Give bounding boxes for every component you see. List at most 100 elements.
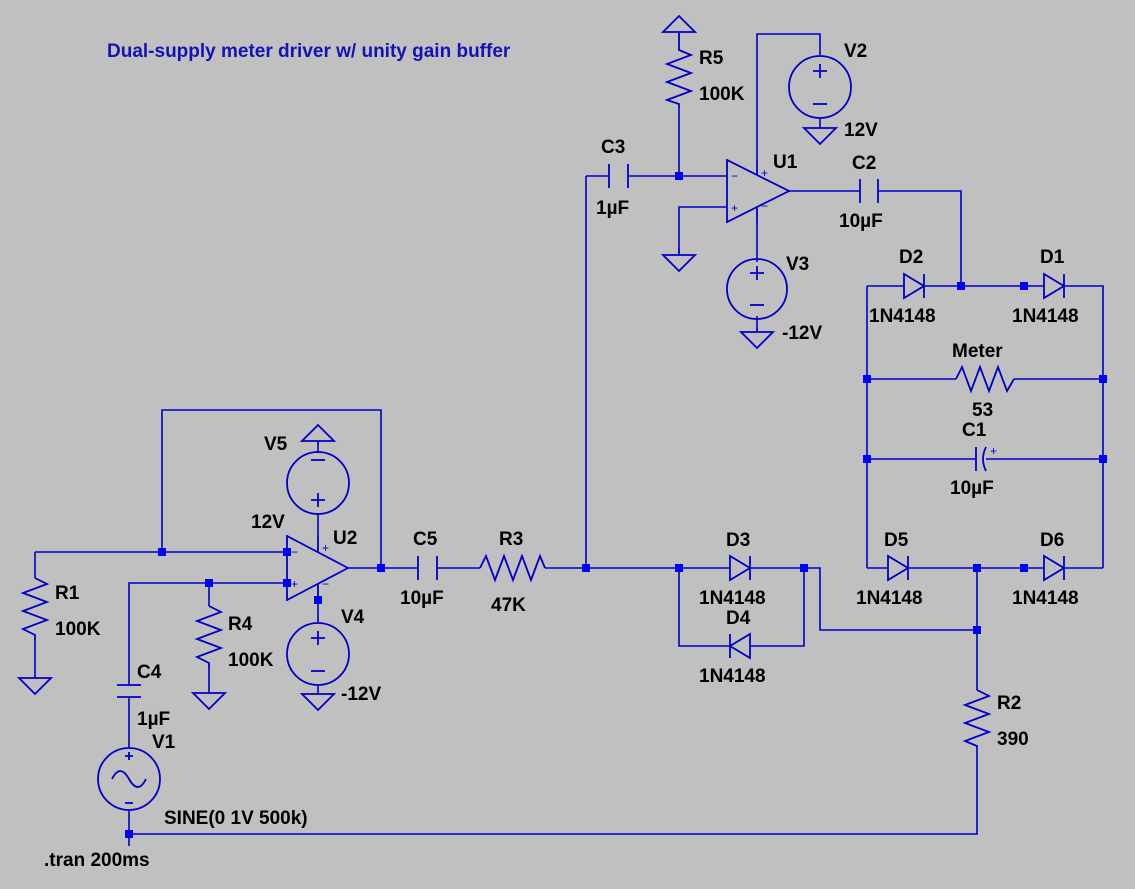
V4-value: -12V	[341, 684, 381, 705]
junction-dot	[863, 375, 871, 383]
U2-ref: U2	[333, 528, 357, 549]
wire	[750, 568, 805, 647]
resistor-icon	[20, 577, 50, 640]
C4[interactable]: C4 1µF	[117, 662, 170, 730]
R4[interactable]: R4 100K	[194, 605, 274, 671]
capacitor-icon	[859, 179, 879, 203]
C5[interactable]: C5 10µF	[400, 529, 444, 609]
V1-value: SINE(0 1V 500k)	[164, 808, 308, 829]
C1[interactable]: + C1 10µF	[950, 420, 997, 499]
junction-dot	[973, 626, 981, 634]
V3[interactable]: V3 -12V	[726, 254, 822, 344]
supply-flag-icon	[299, 423, 337, 445]
diode-icon	[729, 554, 752, 582]
plus-mark-icon	[311, 631, 325, 645]
resistor-icon	[664, 44, 694, 108]
D3[interactable]: D3 1N4148	[699, 530, 766, 609]
Meter[interactable]: Meter 53	[952, 341, 1015, 421]
junction-dot	[1020, 564, 1028, 572]
U1-ref: U1	[773, 152, 798, 173]
ground-symbols	[16, 14, 839, 712]
junction-dot	[675, 172, 683, 180]
R5-value: 100K	[699, 84, 745, 105]
wire	[878, 190, 962, 286]
junction-dot	[1099, 375, 1107, 383]
R3-value: 47K	[491, 595, 526, 616]
D1-value: 1N4148	[1012, 306, 1079, 327]
C1-ref: C1	[962, 420, 987, 441]
R4-value: 100K	[228, 650, 274, 671]
D4-value: 1N4148	[699, 666, 766, 687]
U2[interactable]: − + + − U2	[286, 528, 357, 602]
V1-ref: V1	[152, 732, 176, 753]
D6[interactable]: D6 1N4148	[1012, 530, 1079, 609]
D2-value: 1N4148	[869, 306, 936, 327]
wire	[678, 206, 727, 248]
junction-dot	[1099, 455, 1107, 463]
V3-value: -12V	[782, 323, 822, 344]
C5-value: 10µF	[400, 588, 444, 609]
plus-mark-icon	[750, 266, 764, 280]
voltage-source-icon	[726, 258, 788, 320]
R2[interactable]: R2 390	[962, 689, 1029, 750]
diode-icon	[1043, 272, 1066, 300]
resistor-icon	[194, 605, 224, 668]
C3[interactable]: C3 1µF	[596, 137, 629, 219]
junction-dot	[125, 830, 133, 838]
V3-ref: V3	[786, 254, 809, 275]
D5[interactable]: D5 1N4148	[856, 530, 923, 609]
ground-icon	[660, 248, 698, 273]
U1[interactable]: − + + − U1	[726, 152, 798, 224]
plus-mark-icon	[311, 493, 325, 507]
R4-ref: R4	[228, 614, 253, 635]
R3[interactable]: R3 47K	[479, 529, 546, 616]
schematic-title: Dual-supply meter driver w/ unity gain b…	[107, 41, 511, 62]
voltage-source-icon	[286, 451, 350, 515]
junction-dot	[800, 564, 808, 572]
R3-ref: R3	[499, 529, 523, 550]
Meter-value: 53	[972, 400, 993, 421]
V4[interactable]: V4 -12V	[286, 607, 381, 705]
U1-vplus-mark: +	[761, 166, 768, 180]
U2-noninverting-mark: +	[291, 577, 298, 591]
tran-directive[interactable]: .tran 200ms	[44, 850, 150, 871]
resistor-icon	[479, 553, 546, 583]
ground-icon	[16, 677, 54, 696]
R5[interactable]: R5 100K	[664, 44, 745, 108]
U1-noninverting-mark: +	[731, 201, 738, 215]
junction-dot	[675, 564, 683, 572]
ground-icon	[801, 127, 839, 146]
V1[interactable]: V1 SINE(0 1V 500k)	[97, 732, 308, 829]
C2[interactable]: C2 10µF	[839, 153, 883, 232]
diode-icon	[887, 554, 910, 582]
capacitor-icon	[117, 684, 141, 698]
R1[interactable]: R1 100K	[20, 577, 101, 640]
D4[interactable]: D4 1N4148	[699, 608, 766, 687]
V2[interactable]: V2 12V	[788, 41, 878, 141]
U2-inverting-mark: −	[291, 545, 298, 559]
U1-inverting-mark: −	[731, 169, 738, 183]
capacitor-icon	[417, 556, 438, 580]
V5-value: 12V	[251, 512, 285, 533]
capacitor-icon	[608, 164, 629, 188]
D2[interactable]: D2 1N4148	[869, 247, 936, 327]
R1-value: 100K	[55, 619, 101, 640]
D3-ref: D3	[726, 530, 750, 551]
D1[interactable]: D1 1N4148	[1012, 247, 1079, 327]
C1-plus-mark: +	[990, 444, 997, 458]
C3-ref: C3	[601, 137, 625, 158]
wire	[161, 409, 382, 568]
wire	[128, 582, 287, 685]
D6-ref: D6	[1040, 530, 1064, 551]
V5[interactable]: V5 12V	[251, 434, 350, 533]
ground-icon	[190, 692, 228, 711]
junction-dot	[973, 564, 981, 572]
V4-ref: V4	[341, 607, 365, 628]
junction-dot	[314, 596, 322, 604]
junction-dot	[957, 282, 965, 290]
D3-value: 1N4148	[699, 588, 766, 609]
U2-vminus-mark: −	[322, 577, 329, 591]
voltage-source-icon	[97, 747, 161, 811]
wire	[678, 568, 730, 647]
